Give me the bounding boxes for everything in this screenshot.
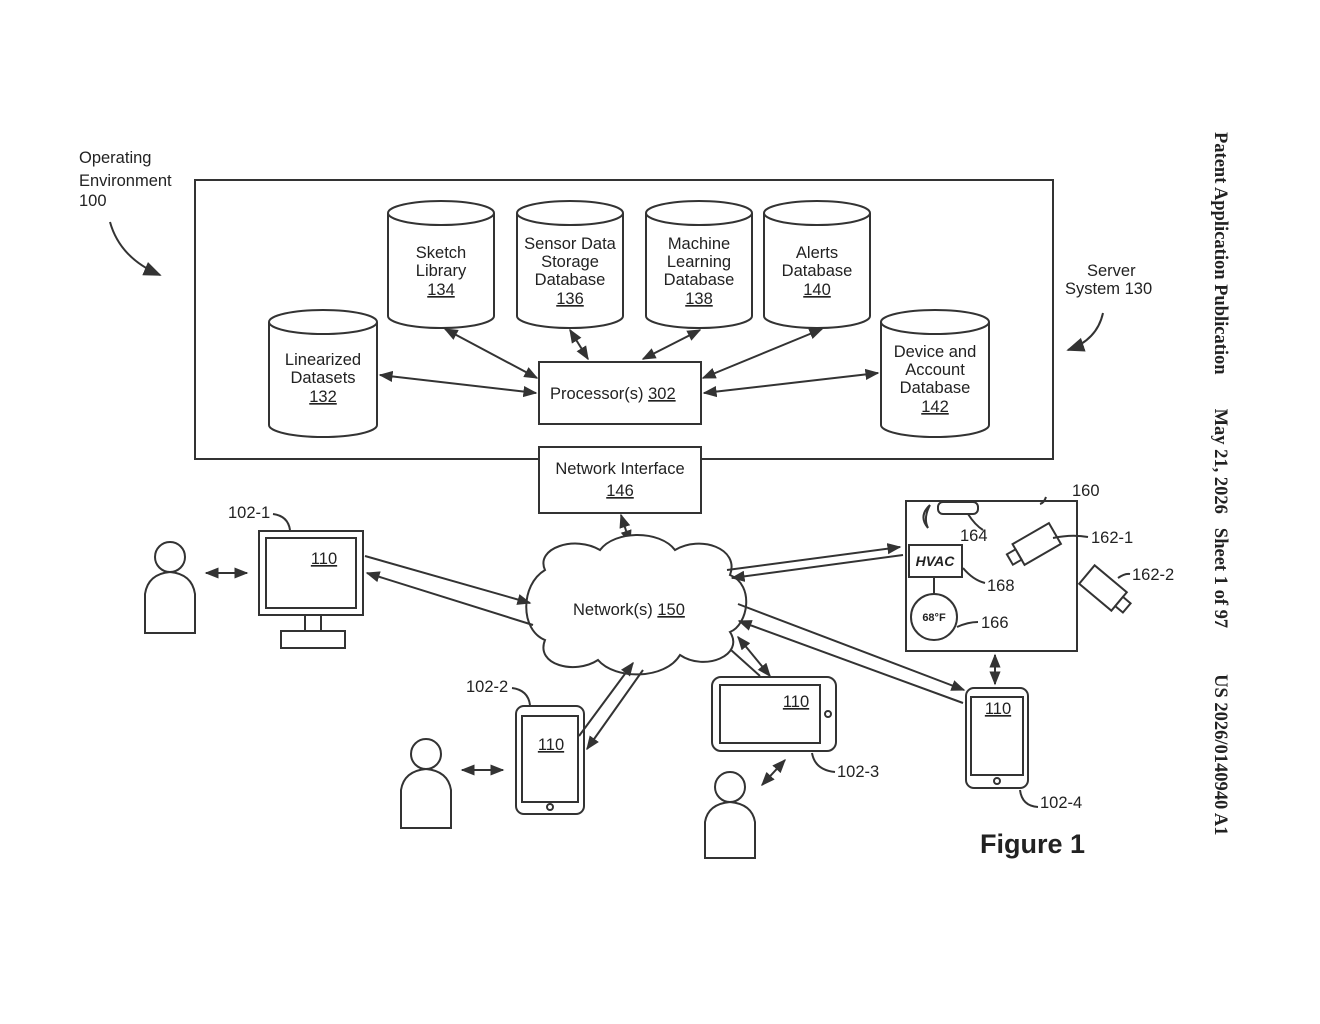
linearized-datasets-database: Linearized Datasets 132 <box>269 310 377 437</box>
svg-text:Database: Database <box>664 271 735 289</box>
svg-text:140: 140 <box>803 281 831 299</box>
svg-text:110: 110 <box>311 550 337 568</box>
user-avatar-3 <box>705 772 755 858</box>
svg-text:HVAC: HVAC <box>916 553 956 569</box>
svg-text:110: 110 <box>985 700 1011 718</box>
camera-icon-162-2: 162-2 <box>1079 565 1174 617</box>
svg-text:Database: Database <box>782 262 853 280</box>
svg-text:146: 146 <box>606 482 634 500</box>
network-interface-box: Network Interface 146 <box>539 447 701 513</box>
svg-text:Machine: Machine <box>668 235 730 253</box>
svg-text:136: 136 <box>556 290 584 308</box>
sheet-number: Sheet 1 of 97 <box>1209 528 1230 628</box>
svg-text:68°F: 68°F <box>922 612 946 624</box>
svg-text:Server: Server <box>1087 262 1136 280</box>
smart-home-network-link <box>727 547 903 578</box>
machine-learning-database: Machine Learning Database 138 <box>646 201 752 328</box>
hvac-unit: HVAC 168 <box>909 545 1015 595</box>
svg-text:Library: Library <box>416 262 467 280</box>
svg-text:162-1: 162-1 <box>1091 529 1133 547</box>
svg-text:Datasets: Datasets <box>290 369 355 387</box>
svg-text:Learning: Learning <box>667 253 731 271</box>
svg-text:Processor(s) 302: Processor(s) 302 <box>550 385 676 403</box>
svg-text:162-2: 162-2 <box>1132 566 1174 584</box>
svg-text:134: 134 <box>427 281 455 299</box>
svg-text:138: 138 <box>685 290 713 308</box>
svg-text:Alerts: Alerts <box>796 244 838 262</box>
client1-network-link <box>365 556 533 625</box>
svg-text:142: 142 <box>921 398 949 416</box>
processor-box: Processor(s) 302 <box>539 362 701 424</box>
camera-icon-162-1: 162-1 <box>1004 523 1133 570</box>
client-device-102-1: 102-1 110 <box>228 504 363 648</box>
svg-text:102-2: 102-2 <box>466 678 508 696</box>
smart-speaker-icon: 164 <box>923 502 987 545</box>
svg-text:Account: Account <box>905 361 965 379</box>
svg-text:Environment: Environment <box>79 172 172 190</box>
svg-text:Network(s) 150: Network(s) 150 <box>573 601 685 619</box>
svg-text:160: 160 <box>1072 482 1100 500</box>
publication-date: May 21, 2026 <box>1209 409 1230 514</box>
svg-text:Linearized: Linearized <box>285 351 361 369</box>
client-device-102-3: 110 102-3 <box>712 677 879 781</box>
publication-number: US 2026/0140940 A1 <box>1209 674 1230 835</box>
sensor-data-storage-database: Sensor Data Storage Database 136 <box>517 201 623 328</box>
user3-client3-arrow <box>762 760 785 785</box>
user-avatar-1 <box>145 542 195 633</box>
svg-text:Network Interface: Network Interface <box>555 460 684 478</box>
network-cloud: Network(s) 150 <box>526 535 746 674</box>
svg-text:168: 168 <box>987 577 1015 595</box>
user-avatar-2 <box>401 739 451 828</box>
svg-text:Database: Database <box>900 379 971 397</box>
svg-text:110: 110 <box>538 736 564 754</box>
svg-text:102-3: 102-3 <box>837 763 879 781</box>
client3-network-link <box>731 637 770 676</box>
svg-text:132: 132 <box>309 388 337 406</box>
server-system-arrow <box>1068 313 1103 350</box>
operating-environment-arrow <box>110 222 160 275</box>
publication-type: Patent Application Publication <box>1209 132 1230 375</box>
svg-text:Database: Database <box>535 271 606 289</box>
svg-text:102-1: 102-1 <box>228 504 270 522</box>
server-system-label: Server System 130 <box>1065 262 1152 298</box>
svg-text:110: 110 <box>783 693 809 711</box>
svg-text:100: 100 <box>79 192 107 210</box>
svg-text:Device and: Device and <box>894 343 977 361</box>
svg-text:166: 166 <box>981 614 1009 632</box>
svg-text:Storage: Storage <box>541 253 599 271</box>
alerts-database: Alerts Database 140 <box>764 201 870 328</box>
device-and-account-database: Device and Account Database 142 <box>881 310 989 437</box>
figure-label: Figure 1 <box>980 829 1085 859</box>
svg-text:102-4: 102-4 <box>1040 794 1082 812</box>
svg-text:Sensor Data: Sensor Data <box>524 235 617 253</box>
client2-network-link <box>579 663 643 749</box>
sketch-library-database: Sketch Library 134 <box>388 201 494 328</box>
svg-text:164: 164 <box>960 527 988 545</box>
svg-text:Operating: Operating <box>79 149 151 167</box>
operating-environment-label: Operating Environment 100 <box>79 149 172 210</box>
svg-text:Sketch: Sketch <box>416 244 466 262</box>
client-device-102-4: 110 102-4 <box>966 688 1082 812</box>
svg-text:System 130: System 130 <box>1065 280 1152 298</box>
client-device-102-2: 102-2 110 <box>466 678 584 814</box>
